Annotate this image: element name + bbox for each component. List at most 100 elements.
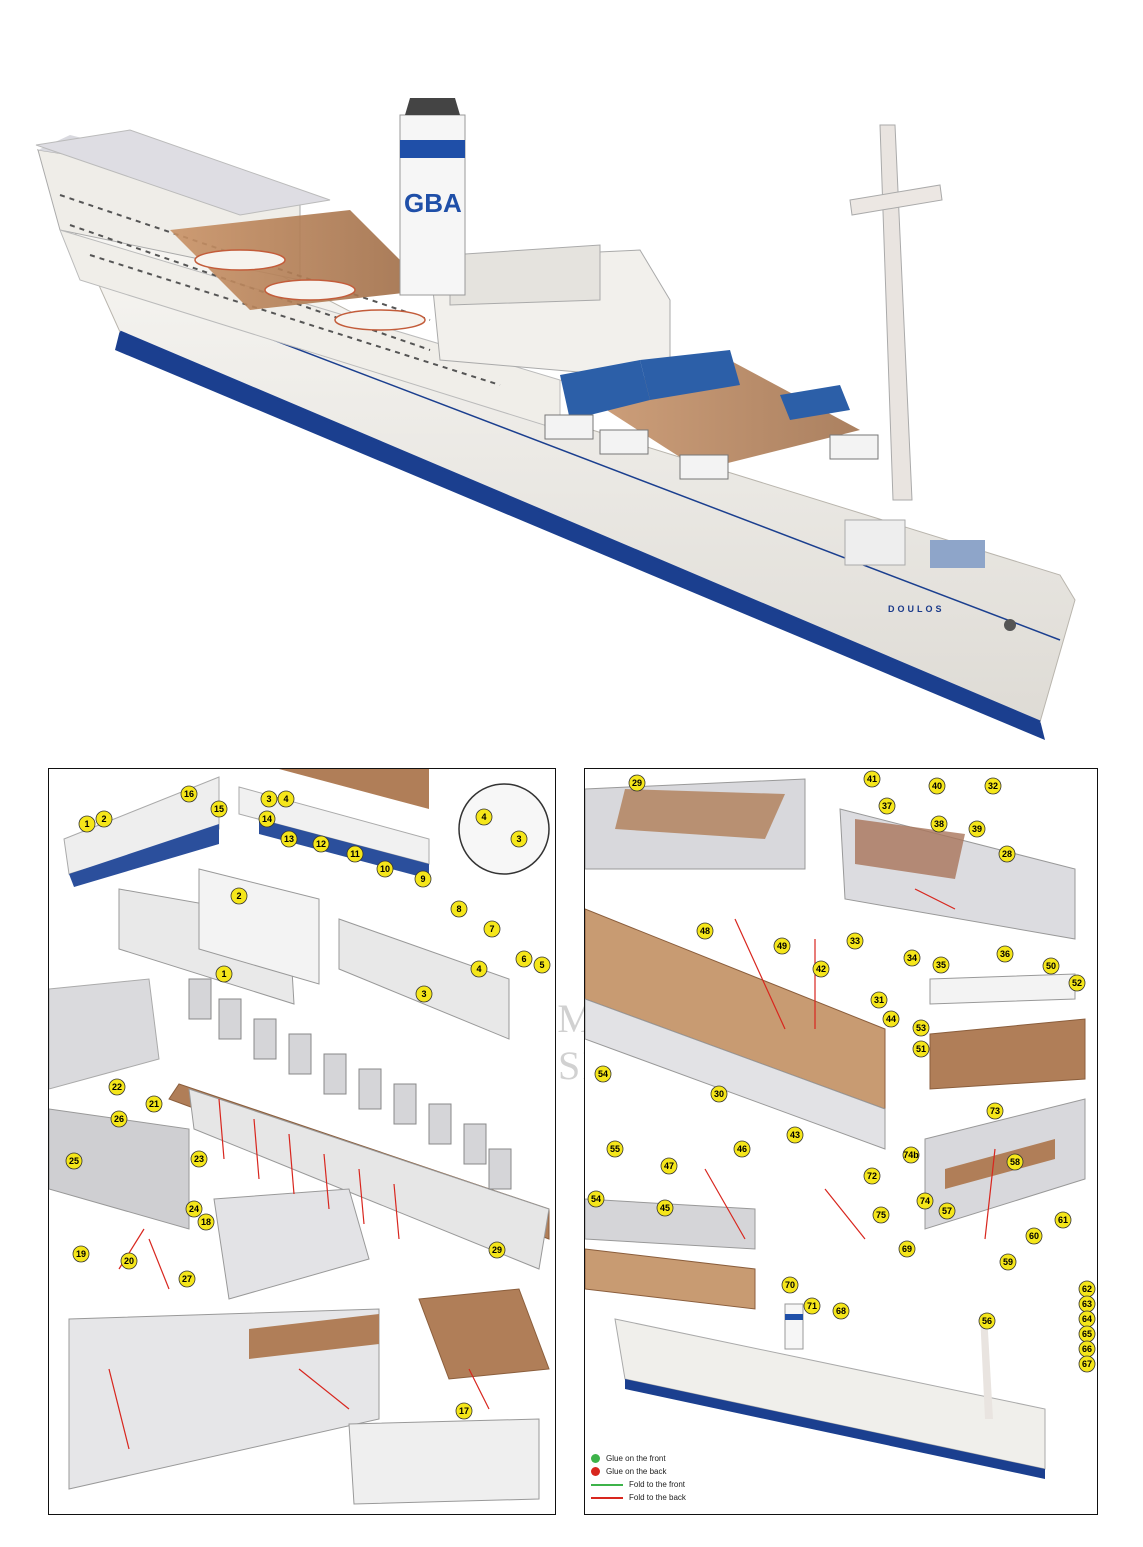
legend-label: Glue on the front (606, 1454, 666, 1463)
right-callout-label: 62 (1082, 1284, 1092, 1294)
right-callout-marker (781, 1276, 799, 1294)
left-callout-marker (178, 1270, 196, 1288)
right-callout-marker (878, 797, 896, 815)
right-callout-label: 29 (632, 778, 642, 788)
left-callout-marker (376, 860, 394, 878)
left-callout-label: 20 (124, 1256, 134, 1266)
left-callout-marker (515, 950, 533, 968)
left-callout-marker (450, 900, 468, 918)
left-callout-label: 12 (316, 839, 326, 849)
right-callout-label: 31 (874, 995, 884, 1005)
right-callout-marker (832, 1302, 850, 1320)
left-callout-label: 7 (489, 924, 494, 934)
glue-dot-icon (591, 1467, 600, 1476)
right-callout-label: 41 (867, 774, 877, 784)
right-callout-marker (587, 1190, 605, 1208)
right-callout-marker (872, 1206, 890, 1224)
right-callout-label: 40 (932, 781, 942, 791)
fold-line-icon (591, 1496, 623, 1499)
left-callout-marker (455, 1402, 473, 1420)
left-callout-marker (78, 815, 96, 833)
left-callout-label: 3 (421, 989, 426, 999)
left-callout-marker (120, 1252, 138, 1270)
left-callout-marker (108, 1078, 126, 1096)
left-callout-marker (312, 835, 330, 853)
right-callout-label: 37 (882, 801, 892, 811)
left-callout-marker (475, 808, 493, 826)
left-callout-label: 1 (221, 969, 226, 979)
ship-model-illustration: GBA DOULOS (35, 98, 1076, 740)
right-callout-label: 55 (610, 1144, 620, 1154)
left-callout-label: 19 (76, 1249, 86, 1259)
right-callout-label: 63 (1082, 1299, 1092, 1309)
right-callout-label: 39 (972, 824, 982, 834)
left-callout-marker (470, 960, 488, 978)
right-callout-label: 65 (1082, 1329, 1092, 1339)
right-callout-label: 45 (660, 1203, 670, 1213)
left-callout-marker (346, 845, 364, 863)
left-callout-marker (190, 1150, 208, 1168)
legend-item: Fold to the front (591, 1478, 686, 1491)
left-callout-label: 11 (350, 849, 360, 859)
right-callout-label: 49 (777, 941, 787, 951)
right-callout-label: 50 (1046, 961, 1056, 971)
ship-name-text: DOULOS (888, 604, 945, 614)
left-callout-marker (415, 985, 433, 1003)
right-callout-label: 70 (785, 1280, 795, 1290)
left-callout-marker (65, 1152, 83, 1170)
left-callout-marker (280, 830, 298, 848)
right-callout-label: 69 (902, 1244, 912, 1254)
right-callout-label: 54 (598, 1069, 608, 1079)
right-callout-marker (710, 1085, 728, 1103)
right-callout-marker (594, 1065, 612, 1083)
right-callout-marker (786, 1126, 804, 1144)
left-callout-label: 15 (214, 804, 224, 814)
right-callout-marker (863, 1167, 881, 1185)
right-callout-marker (984, 777, 1002, 795)
left-callout-label: 3 (266, 794, 271, 804)
right-callout-label: 28 (1002, 849, 1012, 859)
right-callout-label: 54 (591, 1194, 601, 1204)
left-assembly-diagrams (49, 769, 550, 1505)
left-callout-marker (145, 1095, 163, 1113)
right-callout-marker (930, 815, 948, 833)
left-callout-label: 25 (69, 1156, 79, 1166)
legend-item: Glue on the back (591, 1465, 686, 1478)
legend-label: Fold to the back (629, 1493, 686, 1502)
left-callout-label: 18 (201, 1217, 211, 1227)
right-callout-marker (912, 1040, 930, 1058)
right-callout-marker (968, 820, 986, 838)
right-callout-marker (996, 945, 1014, 963)
left-callout-marker (197, 1213, 215, 1231)
right-callout-label: 30 (714, 1089, 724, 1099)
left-callout-label: 3 (516, 834, 521, 844)
left-callout-label: 24 (189, 1204, 199, 1214)
right-callout-marker (1042, 957, 1060, 975)
right-callout-marker (1068, 974, 1086, 992)
right-callout-label: 66 (1082, 1344, 1092, 1354)
vans (544, 414, 879, 480)
right-callout-label: 56 (982, 1316, 992, 1326)
right-callout-marker (999, 1253, 1017, 1271)
deck-cargo (560, 350, 850, 420)
right-callout-label: 72 (867, 1171, 877, 1181)
legend-label: Glue on the back (606, 1467, 667, 1476)
right-callout-marker (938, 1202, 956, 1220)
lifeboats (194, 249, 426, 331)
right-callout-marker (1078, 1355, 1096, 1373)
left-callout-marker (110, 1110, 128, 1128)
left-callout-label: 4 (481, 812, 486, 822)
right-callout-label: 68 (836, 1306, 846, 1316)
left-callout-label: 26 (114, 1114, 124, 1124)
right-callout-marker (733, 1140, 751, 1158)
left-callout-marker (95, 810, 113, 828)
right-callout-label: 36 (1000, 949, 1010, 959)
left-callout-label: 14 (262, 814, 272, 824)
right-callout-label: 48 (700, 926, 710, 936)
right-callout-marker (773, 937, 791, 955)
right-callout-label: 75 (876, 1210, 886, 1220)
